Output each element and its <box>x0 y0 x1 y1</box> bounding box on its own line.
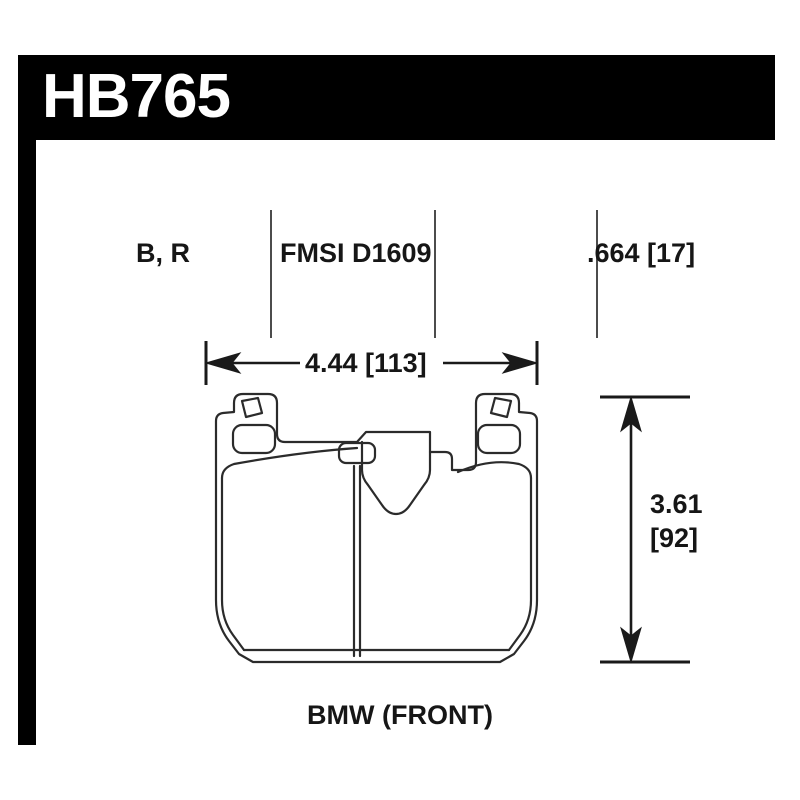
vehicle-caption: BMW (FRONT) <box>307 700 493 730</box>
width-dimension-label: 4.44 [113] <box>305 348 427 378</box>
spec-divider-3 <box>596 210 598 338</box>
spec-compound: B, R <box>136 238 190 268</box>
height-dimension-label: 3.61 [92] <box>650 487 703 555</box>
left-border-bar <box>18 140 36 745</box>
height-dimension-inches: 3.61 <box>650 489 703 519</box>
spec-row: B, R FMSI D1609 .664 [17] <box>36 140 775 338</box>
spec-divider-1 <box>270 210 272 338</box>
height-dimension-mm: [92] <box>650 523 699 553</box>
spec-sheet-frame: HB765 B, R FMSI D1609 .664 [17] <box>18 55 775 745</box>
spec-divider-2 <box>434 210 436 338</box>
spec-fmsi: FMSI D1609 <box>280 238 432 268</box>
header-bar: HB765 <box>18 55 775 140</box>
page-title: HB765 <box>42 62 231 131</box>
spec-thickness: .664 [17] <box>587 238 696 268</box>
